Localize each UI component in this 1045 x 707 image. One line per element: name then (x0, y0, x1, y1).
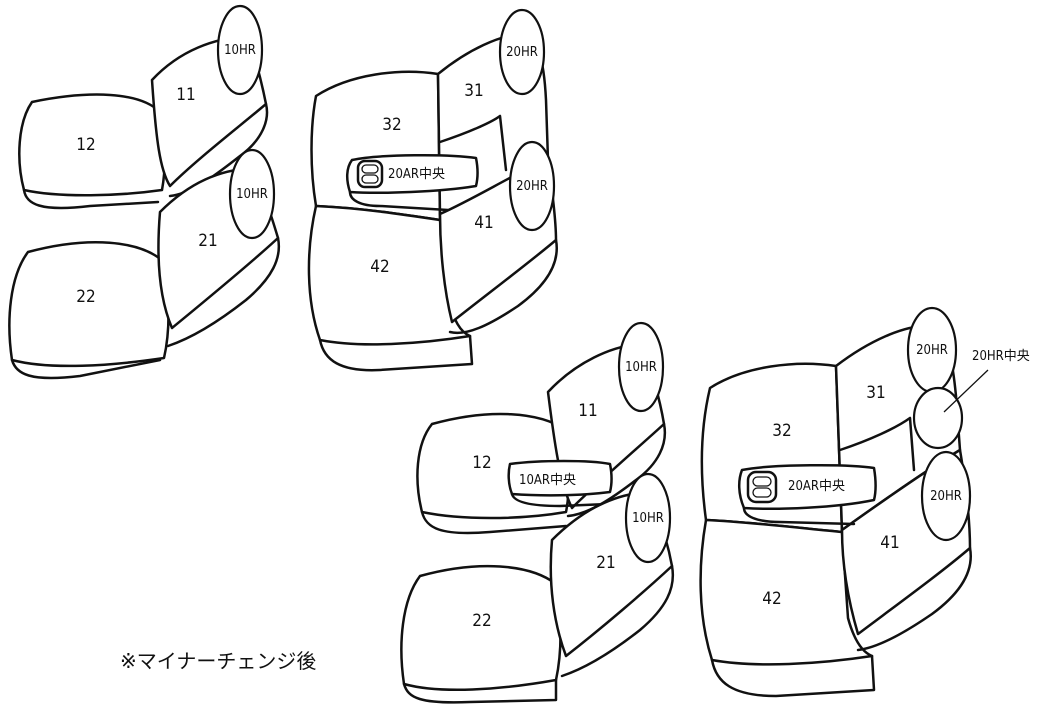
seat-31-bottom-label: 31 (866, 383, 885, 403)
seat-41-bottom-label: 41 (880, 533, 899, 553)
seat-22-bottom-front (402, 678, 558, 704)
seat-22-bottom-label: 22 (472, 611, 491, 631)
cupholder-bottom-slot1 (752, 476, 772, 487)
cupholder-top-slot1 (361, 164, 379, 174)
armrest-10ar-bottom-lower (510, 492, 610, 508)
seat-12-top-front (22, 188, 160, 210)
headrest-31-top (498, 8, 546, 96)
seat-11-bottom-label: 11 (578, 401, 597, 421)
seat-21-top-label: 21 (198, 231, 217, 251)
bottom-left-row2-group: 10HR 21 22 (400, 472, 675, 704)
seat-21-top-side (166, 236, 281, 348)
cupholder-top-slot2 (361, 174, 379, 184)
seat-21-bottom-side (560, 564, 675, 678)
armrest-20ar-top-label: 20AR中央 (388, 167, 445, 182)
headrest-11-bottom-label: 10HR (625, 360, 657, 375)
seat-41-bottom-side (856, 546, 972, 652)
seat-12-bottom-label: 12 (472, 453, 491, 473)
headrest-41-bottom (920, 450, 972, 542)
cupholder-top (356, 159, 384, 189)
seat-31-top-inner (438, 114, 508, 172)
headrest-center-bottom-label: 20HR中央 (972, 349, 1030, 364)
seat-42-bottom-label: 42 (762, 589, 781, 609)
headrest-31-bottom-label: 20HR (916, 343, 948, 358)
seat-12-bottom-front (420, 510, 568, 535)
seat-42-bottom-front (710, 654, 876, 698)
cupholder-bottom-slot2 (752, 487, 772, 498)
bottom-right-group: 20AR中央 20HR 20HR中央 20HR 32 31 41 42 (699, 306, 1030, 698)
seat-32-top (310, 70, 442, 222)
bottom-left-row1-group: 10HR 10AR中央 11 12 (416, 321, 667, 535)
seat-22-top (8, 241, 170, 368)
armrest-20ar-bottom-lower (742, 506, 856, 526)
seat-31-bottom-inner (838, 416, 916, 472)
headrest-11-top-label: 10HR (224, 43, 256, 58)
headrest-41-top (508, 140, 556, 232)
seat-21-bottom-label: 21 (596, 553, 615, 573)
seat-42-top-label: 42 (370, 257, 389, 277)
armrest-20ar-bottom-label: 20AR中央 (788, 479, 845, 494)
armrest-10ar-bottom (507, 459, 613, 497)
headrest-21-top (228, 148, 276, 240)
seat-32-top-label: 32 (382, 115, 401, 135)
seat-12-top-label: 12 (76, 135, 95, 155)
headrest-11-top (216, 4, 264, 96)
cupholder-bottom (746, 470, 778, 504)
seat-11-top-label: 11 (176, 85, 195, 105)
seat-31-top-label: 31 (464, 81, 483, 101)
top-right-group: 20AR中央 20HR 20HR 32 31 41 42 (307, 8, 558, 372)
armrest-20ar-top-lower (348, 190, 450, 212)
headrest-41-bottom-label: 20HR (930, 489, 962, 504)
seat-22-top-label: 22 (76, 287, 95, 307)
headrest-41-top-label: 20HR (516, 179, 548, 194)
seat-12-top (18, 93, 167, 197)
headrest-center-leader (943, 369, 989, 413)
seat-32-bottom-label: 32 (772, 421, 791, 441)
seat-22-top-front (10, 358, 162, 380)
top-left-row2-group: 10HR 21 22 (8, 148, 281, 380)
seat-42-bottom (699, 518, 874, 666)
headrest-31-top-label: 20HR (506, 45, 538, 60)
top-left-row1-group: 10HR 11 12 (18, 4, 269, 210)
armrest-10ar-bottom-label: 10AR中央 (519, 473, 576, 488)
seat-42-top (307, 204, 472, 346)
minor-change-note: ※マイナーチェンジ後 (120, 649, 316, 673)
headrest-21-bottom-label: 10HR (632, 511, 664, 526)
seat-41-top-label: 41 (474, 213, 493, 233)
headrest-center-bottom (912, 386, 964, 450)
headrest-21-bottom (624, 472, 672, 564)
seat-41-top-side (448, 238, 558, 335)
seat-42-top-front (318, 334, 474, 372)
headrest-21-top-label: 10HR (236, 187, 268, 202)
headrest-11-bottom (617, 321, 665, 413)
